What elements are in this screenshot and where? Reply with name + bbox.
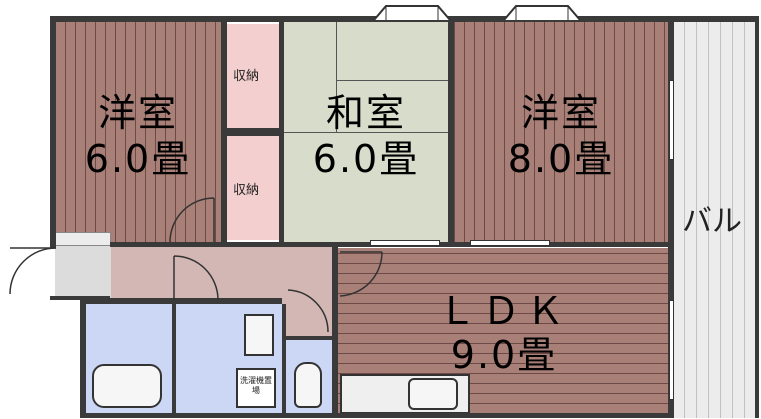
door-washroom: [173, 255, 219, 301]
western-room-left-size: 6.0畳: [84, 137, 192, 181]
hallway-lower: [282, 296, 332, 336]
closet-lower: [227, 136, 279, 240]
door-western-left: [169, 197, 215, 243]
japanese-room-name: 和室: [325, 91, 406, 135]
wall-left-lower: [80, 298, 86, 418]
wall-ldk-left: [332, 246, 338, 414]
door-ldk: [339, 251, 383, 297]
toilet-icon: [294, 362, 322, 408]
western-room-right-size: 8.0畳: [507, 137, 615, 181]
wall-bottom: [80, 413, 674, 418]
balcony-label: バル: [682, 204, 742, 239]
wall-entry-bottom: [50, 296, 110, 300]
sink-icon: [408, 378, 458, 410]
ldk-name: ＬＤＫ: [437, 289, 570, 333]
western-room-left: [55, 22, 221, 242]
wall-closet-middle: [227, 128, 279, 136]
western-room-right: [454, 22, 668, 242]
wall-toilet-top: [286, 336, 334, 340]
wall-closet-right: [279, 22, 284, 246]
balcony: [672, 20, 758, 418]
closet-upper-label: 収納: [233, 69, 260, 84]
wall-japanese-right: [448, 22, 454, 246]
western-room-left-name: 洋室: [97, 91, 178, 135]
wall-right-outer: [755, 16, 759, 418]
washer-label: 洗濯機置場: [240, 376, 272, 395]
bathtub-icon: [92, 364, 162, 408]
washbasin-icon: [244, 314, 274, 356]
closet-upper: [227, 24, 279, 128]
wall-toilet-left: [282, 304, 286, 414]
japanese-room-size: 6.0畳: [312, 137, 420, 181]
wall-closet-left: [221, 22, 227, 246]
door-entrance: [9, 247, 57, 295]
wall-right: [668, 16, 674, 418]
western-room-right-name: 洋室: [520, 91, 601, 135]
wall-hall-bottom: [86, 298, 282, 304]
wall-bath-divider: [172, 304, 176, 414]
closet-lower-label: 収納: [233, 183, 260, 198]
ldk-size: 9.0畳: [450, 333, 558, 377]
bay-window-right: [503, 5, 581, 21]
hallway: [110, 246, 332, 298]
washer-space: [236, 368, 276, 408]
ldk: [338, 248, 670, 414]
bay-window-left: [373, 5, 451, 21]
door-toilet: [287, 289, 329, 333]
wall-left: [50, 16, 56, 248]
